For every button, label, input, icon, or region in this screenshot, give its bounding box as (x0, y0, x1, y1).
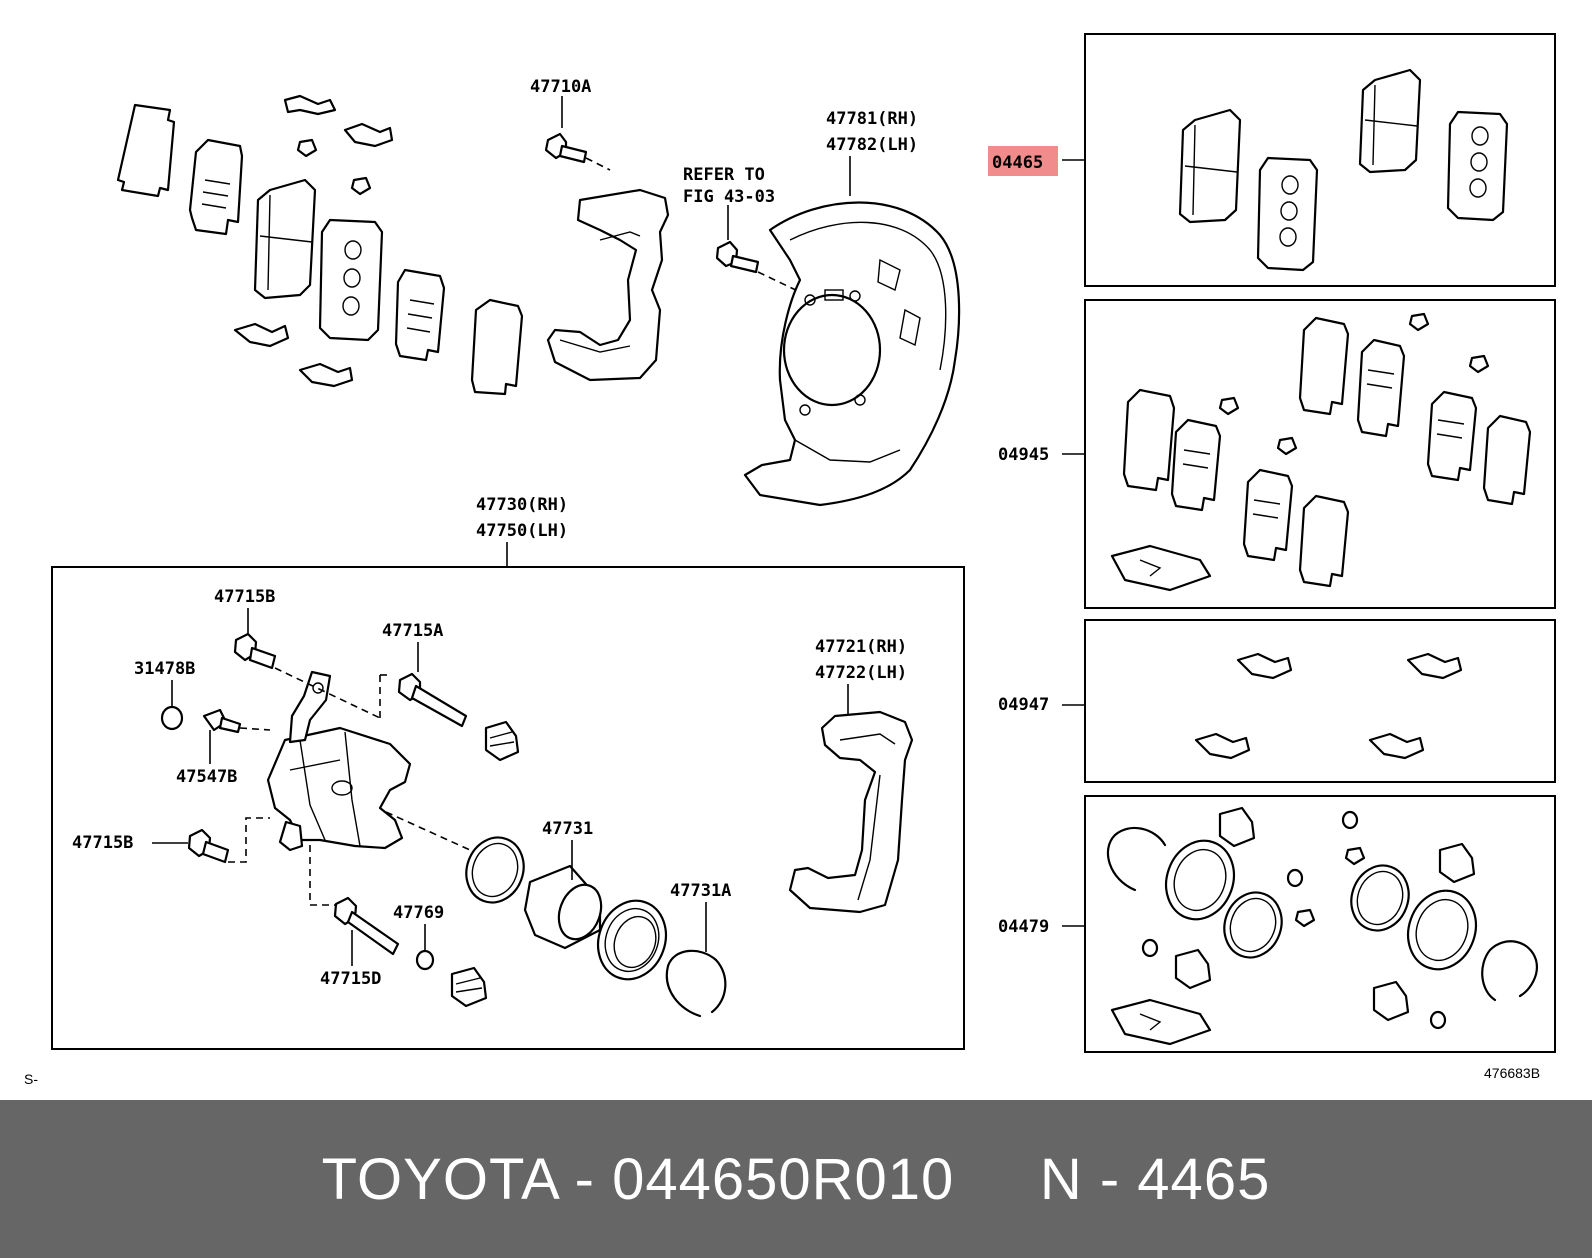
bolt-47710a (544, 132, 611, 171)
kit-04945-box (1084, 299, 1556, 609)
kit-04945-label[interactable]: 04945 (998, 445, 1049, 465)
parts-diagram: 47710A REFER TO FIG 43-03 47781(RH) 4778… (24, 33, 1556, 1087)
kit-04947-parts (1194, 652, 1463, 760)
label-47781: 47781(RH) (826, 109, 918, 129)
label-47715b-top: 47715B (214, 587, 275, 607)
corner-left-code: S- (24, 1071, 38, 1087)
label-47710a: 47710A (530, 77, 591, 97)
caliper-assembly (160, 632, 914, 1018)
kit-04465-parts (1178, 68, 1509, 272)
kit-04947-box (1084, 619, 1556, 783)
corner-right-code: 476683B (1484, 1065, 1540, 1081)
kit-04465-box (1084, 33, 1556, 287)
label-47730: 47730(RH) (476, 495, 568, 515)
label-refer-1: REFER TO (683, 165, 765, 185)
caliper-assembly-box (51, 566, 965, 1050)
footer-bar: TOYOTA - 044650R010 N - 4465 (0, 1100, 1592, 1258)
kit-04945-parts (1110, 312, 1532, 592)
footer-part-number: TOYOTA - 044650R010 N - 4465 (321, 1146, 1271, 1212)
label-47722: 47722(LH) (815, 663, 907, 683)
caliper-bracket-top (546, 188, 670, 382)
kit-04465-highlight (988, 146, 1058, 176)
label-47731: 47731 (542, 819, 593, 839)
label-47769: 47769 (393, 903, 444, 923)
kit-04479-label[interactable]: 04479 (998, 917, 1049, 937)
bolt-refer (715, 240, 801, 293)
label-31478b: 31478B (134, 659, 195, 679)
label-47715d: 47715D (320, 969, 381, 989)
kit-04479-box (1084, 795, 1556, 1053)
label-47750: 47750(LH) (476, 521, 568, 541)
label-47715a: 47715A (382, 621, 443, 641)
pad-group-top-left (116, 94, 524, 396)
label-47547b: 47547B (176, 767, 237, 787)
label-47721: 47721(RH) (815, 637, 907, 657)
label-47715b-left: 47715B (72, 833, 133, 853)
label-47731a: 47731A (670, 881, 731, 901)
kit-04465-label[interactable]: 04465 (992, 153, 1043, 173)
label-refer-2: FIG 43-03 (683, 187, 775, 207)
kit-04947-label[interactable]: 04947 (998, 695, 1049, 715)
dust-shield (743, 201, 961, 507)
label-47782: 47782(LH) (826, 135, 918, 155)
kit-04479-parts (1106, 806, 1538, 1046)
